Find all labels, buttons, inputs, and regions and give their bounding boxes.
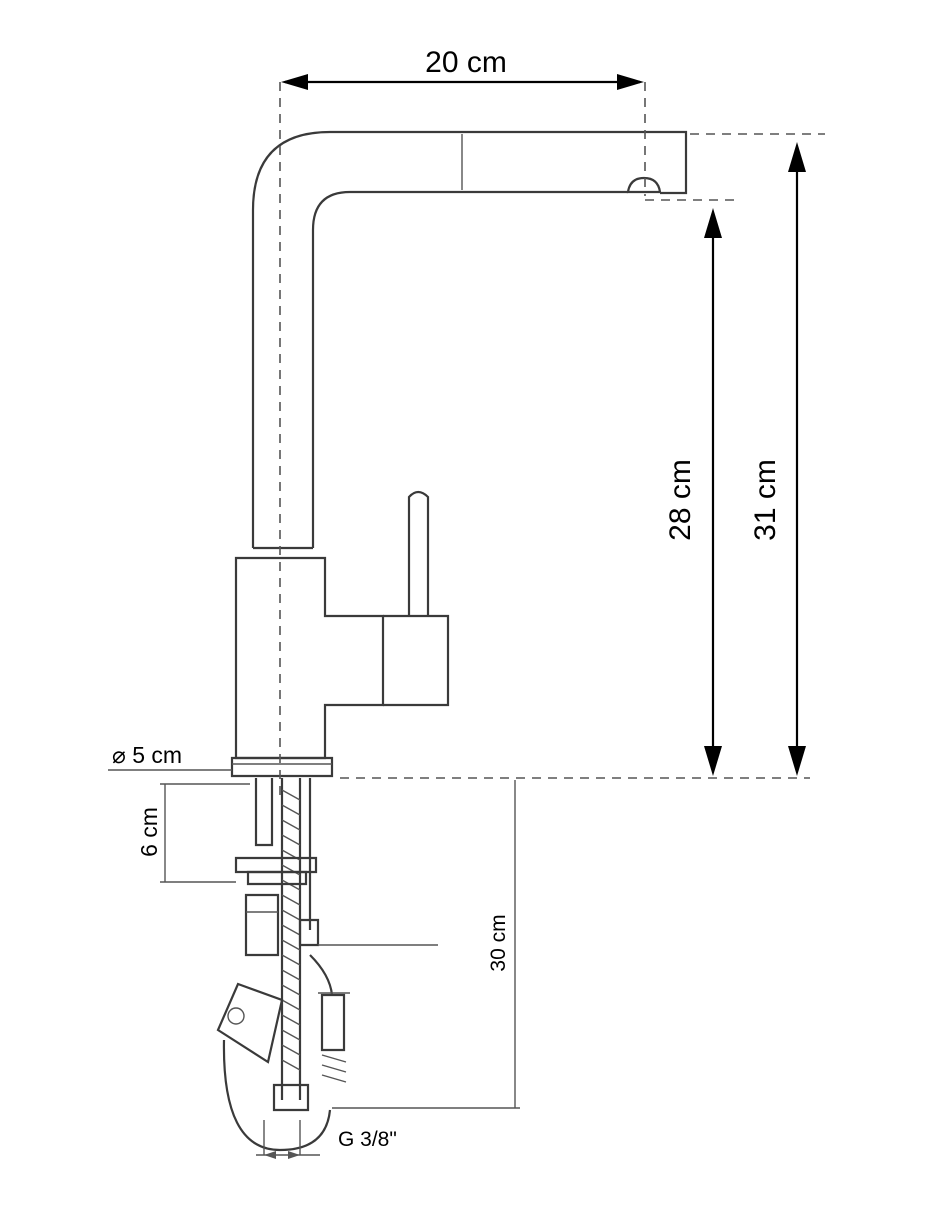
total-height-label: 31 cm [749,459,782,541]
base-diameter-label: ⌀ 5 cm [112,742,182,768]
outlet-height-label: 28 cm [664,459,697,541]
dimension-arrows [160,74,806,1159]
shank-length-label: 6 cm [136,807,162,857]
under-counter-parts [216,778,438,1155]
faucet-outline [230,130,688,778]
hose-length-label: 30 cm [487,914,510,971]
reference-lines [108,82,825,800]
connection-thread-label: G 3/8" [338,1128,397,1151]
spout-reach-label: 20 cm [425,46,507,79]
